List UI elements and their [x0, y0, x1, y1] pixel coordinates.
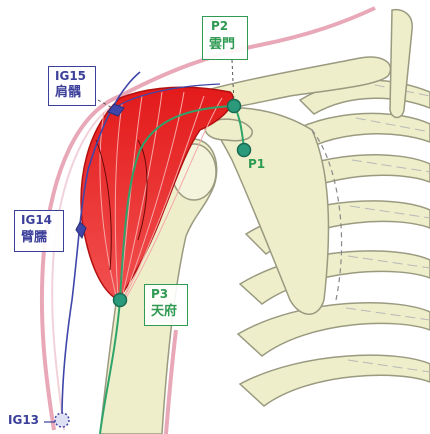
p3-marker — [114, 294, 127, 307]
p2-marker — [228, 100, 241, 113]
rib-7 — [240, 355, 430, 406]
p3-label-box: P3 天府 — [144, 284, 188, 326]
p3-name: 天府 — [151, 305, 177, 320]
ig13-marker — [55, 413, 69, 427]
ig15-name: 肩髃 — [55, 86, 81, 101]
p1-marker — [238, 144, 251, 157]
ig13-code: IG13 — [8, 414, 39, 428]
ig15-label-box: IG15 肩髃 — [48, 66, 96, 106]
ig15-code: IG15 — [55, 70, 86, 84]
rib-6 — [238, 303, 430, 356]
rib-5 — [240, 251, 430, 304]
p2-code: P2 — [211, 20, 228, 34]
p2-label-box: P2 雲門 — [202, 16, 248, 60]
p1-code: P1 — [248, 158, 265, 172]
ig14-name: 臂臑 — [21, 231, 47, 246]
p2-name: 雲門 — [209, 38, 235, 53]
ig14-label-box: IG14 臂臑 — [14, 210, 64, 252]
p3-code: P3 — [151, 288, 168, 302]
ig14-code: IG14 — [21, 214, 52, 228]
